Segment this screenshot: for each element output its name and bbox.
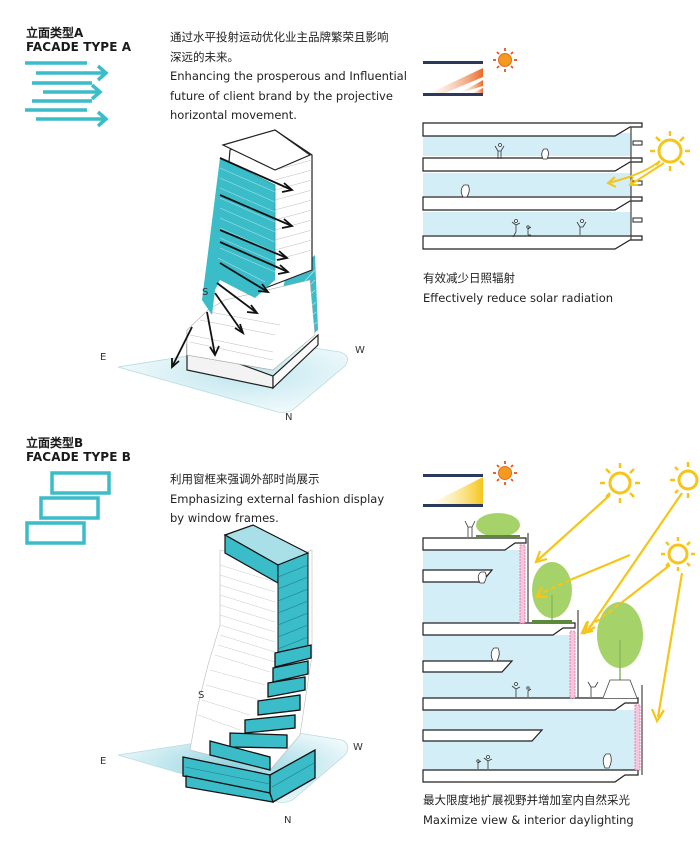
sun-icon xyxy=(670,462,699,498)
section-a-caption-cn: 有效减少日照辐射 xyxy=(423,271,515,285)
tower-a-diagram xyxy=(117,129,348,413)
compass-east-a: E xyxy=(100,352,107,363)
sun-icon xyxy=(493,461,517,485)
compass-south-a: S xyxy=(202,287,209,298)
facade-b-desc-cn: 利用窗框来强调外部时尚展示 xyxy=(170,472,320,486)
facade-b-title-cn: 立面类型B xyxy=(26,436,84,450)
tower-b-diagram xyxy=(117,524,349,803)
tree-icon xyxy=(532,562,572,623)
compass-north-b: N xyxy=(284,815,292,826)
shading-legend-a xyxy=(423,48,517,96)
facade-b-desc-en-2: by window frames. xyxy=(170,511,279,525)
sun-icon xyxy=(493,48,517,72)
compass-south-b: S xyxy=(198,690,205,701)
facade-a-desc-cn-2: 深远的未来。 xyxy=(170,49,239,64)
daylight-legend-b xyxy=(423,461,517,507)
section-b-caption-cn: 最大限度地扩展视野并增加室内自然采光 xyxy=(423,793,630,807)
facade-b-description: 利用窗框来强调外部时尚展示 Emphasizing external fashi… xyxy=(170,470,410,529)
person-figures xyxy=(460,143,587,238)
sun-icon xyxy=(650,131,690,171)
section-b-caption-en: Maximize view & interior daylighting xyxy=(423,812,634,827)
compass-north-a: N xyxy=(285,412,293,423)
section-b-diagram xyxy=(422,462,699,783)
facade-a-desc-en-3: horizontal movement. xyxy=(170,108,297,122)
facade-a-description: 通过水平投射运动优化业主品牌繁荣且影响 深远的未来。 Enhancing the… xyxy=(170,28,410,126)
person-figures xyxy=(464,520,612,769)
section-a-caption-en: Effectively reduce solar radiation xyxy=(423,290,614,305)
horizontal-arrows-icon xyxy=(25,61,109,128)
section-b-caption: 最大限度地扩展视野并增加室内自然采光 Maximize view & inter… xyxy=(423,791,634,830)
facade-a-title-cn: 立面类型A xyxy=(26,26,84,40)
compass-west-a: W xyxy=(355,345,365,356)
tree-icon xyxy=(597,602,643,699)
facade-a-title-en: FACADE TYPE A xyxy=(26,40,132,54)
tree-icon xyxy=(476,513,520,538)
section-a-caption: 有效减少日照辐射 Effectively reduce solar radiat… xyxy=(423,269,613,308)
facade-b-title-en: FACADE TYPE B xyxy=(26,450,132,464)
facade-a-desc-en-2: future of client brand by the projective xyxy=(170,88,393,103)
facade-b-desc-en-1: Emphasizing external fashion display xyxy=(170,491,385,506)
facade-a-desc-cn-1: 通过水平投射运动优化业主品牌繁荣且影响 xyxy=(170,30,389,44)
sun-icon xyxy=(600,463,640,503)
compass-west-b: W xyxy=(353,742,363,753)
section-a-diagram xyxy=(422,122,690,250)
compass-east-b: E xyxy=(100,756,107,767)
facade-a-desc-en-1: Enhancing the prosperous and Influential xyxy=(170,69,407,83)
sun-icon xyxy=(661,537,695,571)
stacked-frames-icon xyxy=(25,471,111,545)
